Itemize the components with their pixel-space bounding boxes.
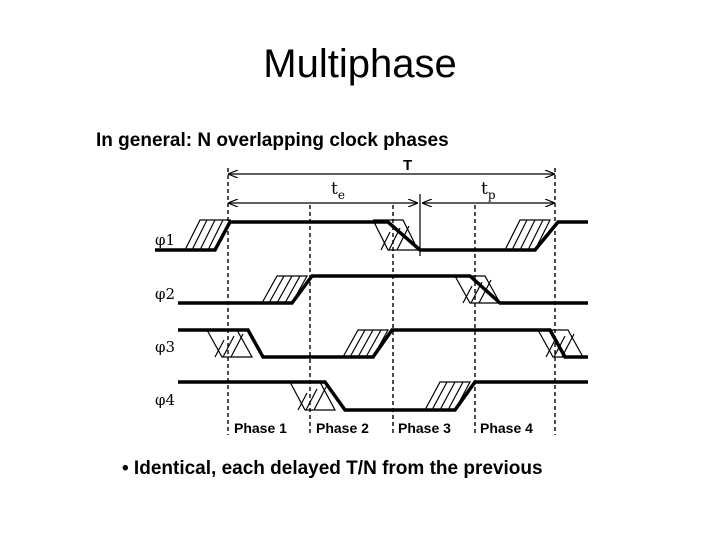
period-dimension: T — [228, 157, 555, 174]
bullet-text: • Identical, each delayed T/N from the p… — [122, 458, 543, 479]
waveform-phi2 — [178, 274, 588, 305]
slide-title: Multiphase — [263, 42, 457, 86]
te-dimension: te — [228, 179, 418, 203]
diagram-subtitle: In general: N overlapping clock phases — [96, 130, 449, 151]
tp-dimension: tp — [422, 179, 555, 203]
signal-label-phi1: φ1 — [155, 231, 175, 249]
phase-label-4: Phase 4 — [480, 420, 533, 436]
te-label: te — [331, 179, 345, 202]
signal-label-phi2: φ2 — [155, 285, 175, 303]
waveform-phi4 — [178, 380, 588, 412]
phase-label-2: Phase 2 — [316, 420, 369, 436]
phase-label-1: Phase 1 — [234, 420, 287, 436]
waveform-phi1 — [155, 219, 588, 252]
period-label: T — [403, 157, 412, 174]
waveform-phi3 — [178, 328, 588, 359]
signal-label-phi3: φ3 — [155, 338, 175, 356]
signal-label-phi4: φ4 — [155, 391, 175, 409]
phase-label-3: Phase 3 — [398, 420, 451, 436]
tp-label: tp — [481, 179, 496, 202]
